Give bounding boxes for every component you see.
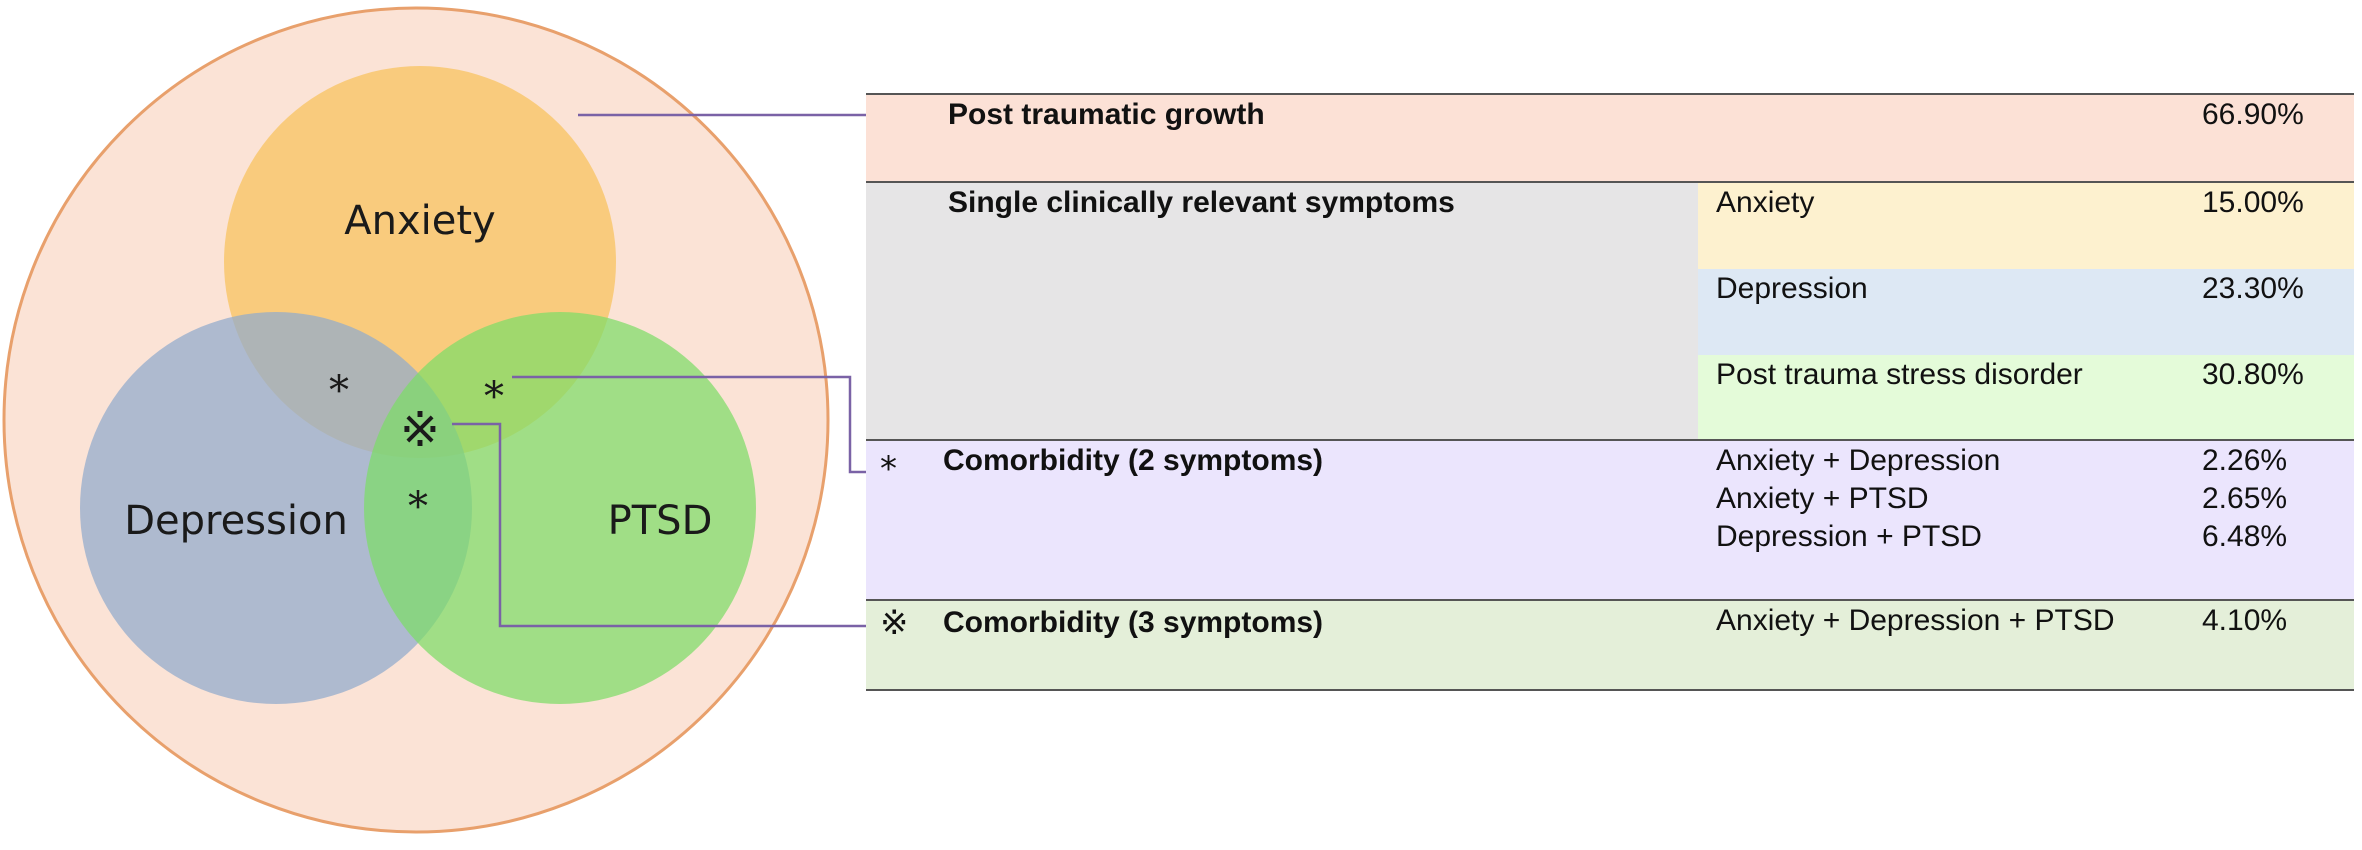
single-anxiety-cell: Anxiety 15.00% [1698,183,2354,269]
comorbidity2-item: Anxiety + Depression 2.26% [1698,444,2354,482]
ptsd-label: PTSD [608,498,713,544]
comorbidity2-item-name: Depression + PTSD [1716,520,1982,553]
comorbidity2-symbol: * [880,449,897,489]
single-symptoms-title: Single clinically relevant symptoms [948,186,1455,219]
comorbidity3-item: Anxiety + Depression + PTSD 4.10% [1698,604,2354,642]
single-ptsd-name: Post trauma stress disorder [1716,358,2083,391]
depression-label: Depression [124,498,348,544]
depression-ptsd-asterisk: * [408,484,428,530]
comorbidity3-item-name: Anxiety + Depression + PTSD [1716,604,2115,637]
comorbidity2-item-value: 2.26% [2202,444,2288,477]
ptsd-circle [364,312,756,704]
anxiety-label: Anxiety [344,198,495,244]
single-ptsd-value: 30.80% [2202,358,2304,391]
depression-circle [80,312,472,704]
triple-overlap-symbol: ※ [400,402,440,458]
comorbidity3-row: ※ Comorbidity (3 symptoms) Anxiety + Dep… [866,599,2354,691]
single-anxiety-name: Anxiety [1716,186,1815,219]
anxiety-depression-asterisk: * [329,368,349,414]
comorbidity3-item-value: 4.10% [2202,604,2288,637]
single-ptsd-cell: Post trauma stress disorder 30.80% [1698,355,2354,441]
comorbidity2-item-name: Anxiety + Depression [1716,444,2001,477]
anxiety-ptsd-asterisk: * [484,374,504,420]
comorbidity2-item-name: Anxiety + PTSD [1716,482,1929,515]
comorbidity2-title: Comorbidity (2 symptoms) [943,444,1324,477]
comorbidity2-row: * Comorbidity (2 symptoms) Anxiety + Dep… [866,439,2354,601]
post-traumatic-growth-value: 66.90% [2202,98,2304,131]
comorbidity2-item: Anxiety + PTSD 2.65% [1698,482,2354,520]
comorbidity3-connector-line [452,422,866,628]
single-symptoms-row: Single clinically relevant symptoms Anxi… [866,181,2354,441]
single-anxiety-value: 15.00% [2202,186,2304,219]
comorbidity3-title: Comorbidity (3 symptoms) [943,606,1324,639]
post-traumatic-growth-title: Post traumatic growth [948,98,1265,131]
comorbidity2-item-value: 6.48% [2202,520,2288,553]
post-traumatic-growth-row: Post traumatic growth 66.90% [866,93,2354,183]
comorbidity3-symbol: ※ [880,603,909,643]
single-depression-value: 23.30% [2202,272,2304,305]
comorbidity2-item-value: 2.65% [2202,482,2288,515]
single-depression-name: Depression [1716,272,1868,305]
single-depression-cell: Depression 23.30% [1698,269,2354,355]
comorbidity2-item: Depression + PTSD 6.48% [1698,520,2354,558]
